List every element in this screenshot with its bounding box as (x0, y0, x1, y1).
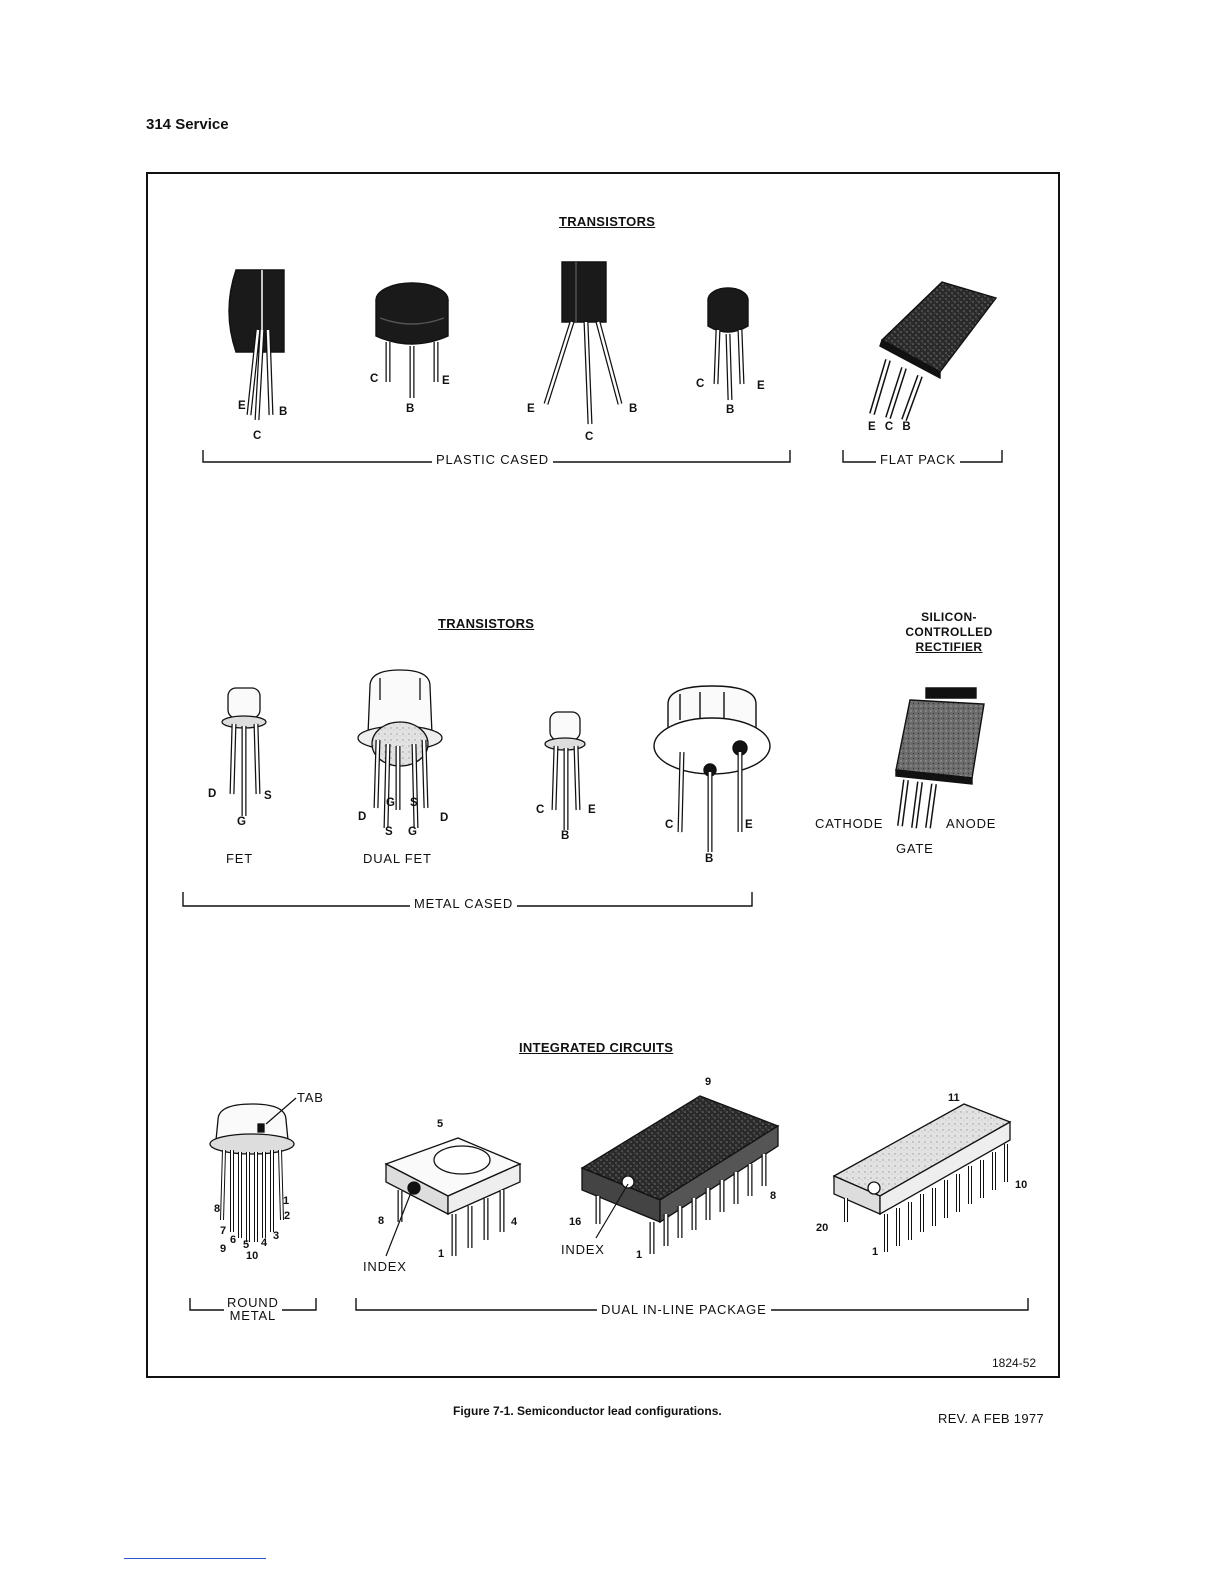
pin-number: 1 (872, 1246, 879, 1258)
fet-transistor (221, 687, 267, 816)
pin-number: 7 (220, 1225, 227, 1237)
round-metal-line: ROUND (227, 1295, 279, 1310)
dual-fet-lead-label: D (440, 812, 449, 824)
large-metal-lead-label: E (745, 819, 753, 831)
lead-label: B (279, 406, 288, 418)
section-title-transistors-middle: TRANSISTORS (438, 616, 535, 631)
figure-id: 1824-52 (992, 1356, 1037, 1370)
pin-number: 16 (569, 1216, 582, 1228)
pin-number: 5 (437, 1118, 444, 1130)
pin-number: 9 (705, 1076, 712, 1088)
index-label: INDEX (363, 1259, 407, 1274)
lead-label: E (442, 375, 450, 387)
pin-number: 10 (246, 1250, 259, 1262)
pin-number: 10 (1015, 1179, 1028, 1191)
scr-title-line: SILICON- (921, 610, 977, 624)
plastic-transistor-3 (543, 261, 623, 425)
tab-label: TAB (297, 1090, 324, 1105)
dual-fet-lead-label: D (358, 811, 367, 823)
round-metal-line: METAL (229, 1308, 277, 1323)
lead-label: C (585, 431, 594, 443)
section-title-transistors-top: TRANSISTORS (559, 214, 656, 229)
plastic-cased-label: PLASTIC CASED (432, 452, 553, 467)
dual-fet-transistor (357, 669, 443, 829)
footer-rule (124, 1558, 266, 1559)
flat-pack-transistor (869, 281, 998, 422)
figure-caption: Figure 7-1. Semiconductor lead configura… (453, 1404, 722, 1418)
scr-title-line: RECTIFIER (915, 640, 983, 654)
scr-gate-label: GATE (896, 841, 934, 856)
flat-pack-label: FLAT PACK (876, 452, 960, 467)
large-metal-transistor (653, 685, 771, 852)
plastic-transistor-1 (228, 269, 285, 421)
pin-number: 8 (770, 1190, 777, 1202)
round-metal-ic (209, 1097, 297, 1242)
round-metal-label: ROUND METAL (224, 1296, 282, 1322)
pin-number: 20 (816, 1222, 829, 1234)
fet-lead-label: D (208, 788, 217, 800)
pin-number: 8 (378, 1215, 385, 1227)
pin-number: 9 (220, 1243, 227, 1255)
scr-cathode-label: CATHODE (815, 816, 884, 831)
scr-title: SILICON- CONTROLLED RECTIFIER (888, 610, 1010, 655)
small-metal-lead-label: B (561, 830, 570, 842)
small-metal-lead-label: C (536, 804, 545, 816)
lead-label: C (696, 378, 705, 390)
pin-number: 6 (230, 1234, 237, 1246)
fet-lead-label: S (264, 790, 272, 802)
plastic-transistor-4 (707, 287, 749, 401)
pin-number: 8 (214, 1203, 221, 1215)
pin-number: 4 (261, 1237, 268, 1249)
dip-16-ic (580, 1095, 780, 1254)
large-metal-lead-label: B (705, 853, 714, 865)
large-metal-lead-label: C (665, 819, 674, 831)
lead-label: E (527, 403, 535, 415)
index-label: INDEX (561, 1242, 605, 1257)
metal-cased-label: METAL CASED (410, 896, 518, 911)
scr-device (895, 687, 985, 829)
lead-label: B (629, 403, 638, 415)
dual-fet-lead-label: S (385, 826, 393, 838)
lead-label: C (253, 430, 262, 442)
pin-number: 2 (284, 1210, 291, 1222)
plastic-transistor-2 (375, 282, 449, 398)
pin-number: 1 (438, 1248, 445, 1260)
pin-number: 5 (243, 1239, 250, 1251)
dual-fet-caption: DUAL FET (363, 851, 432, 866)
dip-20-ic (832, 1103, 1012, 1252)
lead-label: B (726, 404, 735, 416)
dip-label: DUAL IN-LINE PACKAGE (597, 1302, 771, 1317)
lead-label: C (370, 373, 379, 385)
small-metal-lead-label: E (588, 804, 596, 816)
dual-fet-lead-label: G (386, 797, 395, 809)
pin-number: 1 (283, 1195, 290, 1207)
pin-number: 3 (273, 1230, 280, 1242)
revision-note: REV. A FEB 1977 (938, 1411, 1044, 1426)
dip-8-ic (384, 1137, 522, 1257)
lead-label: E (757, 380, 765, 392)
fet-lead-label: G (237, 816, 246, 828)
figure-frame (146, 172, 1060, 1378)
page-header: 314 Service (146, 116, 229, 133)
dual-fet-lead-label: S (410, 797, 418, 809)
scr-anode-label: ANODE (946, 816, 997, 831)
lead-label: E (238, 400, 246, 412)
scr-title-line: CONTROLLED (905, 625, 993, 639)
lead-label: B (406, 403, 415, 415)
pin-number: 11 (948, 1092, 960, 1104)
dual-fet-lead-label: G (408, 826, 417, 838)
pin-number: 4 (511, 1216, 518, 1228)
fet-caption: FET (226, 851, 253, 866)
pin-number: 1 (636, 1249, 643, 1261)
flat-pack-leads: E C B (868, 421, 914, 433)
small-metal-transistor (544, 711, 586, 830)
section-title-integrated-circuits: INTEGRATED CIRCUITS (519, 1040, 674, 1055)
